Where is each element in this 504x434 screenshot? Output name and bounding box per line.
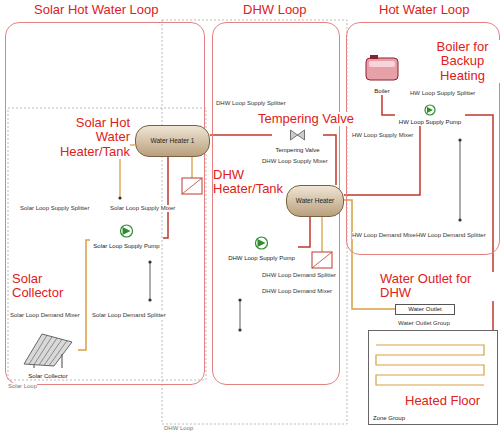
pipe-graphic <box>39 338 57 365</box>
pipe-connector <box>298 217 310 247</box>
component-label: DHW Loop Demand Mixer <box>262 288 332 295</box>
annotation: Heated Floor <box>405 394 480 408</box>
pump-icon <box>225 236 298 250</box>
pipe-graphic <box>258 239 266 247</box>
pump-icon <box>90 224 163 238</box>
component-label: Solar Loop Demand Splitter <box>92 312 166 319</box>
valve-icon <box>272 128 323 142</box>
pipe-graphic <box>123 227 131 235</box>
pipe-graphic <box>369 61 395 67</box>
component-label: DHW Loop Demand Splitter <box>262 272 336 279</box>
loop-region: Solar Hot Water LoopWater Heater 1Solar … <box>5 22 205 385</box>
component-label: HW Loop Demand Splitter <box>416 232 486 239</box>
region-title: Hot Water Loop <box>379 3 470 18</box>
component-label: Water Outlet Group <box>398 320 450 327</box>
pump: Solar Loop Supply Pump <box>90 224 163 250</box>
component-name: Tempering Valve <box>275 147 319 154</box>
pipe-graphic <box>458 218 461 221</box>
component-name: Solar Collector <box>28 373 67 380</box>
pipe-graphic <box>425 105 435 115</box>
pipe-graphic <box>321 217 322 252</box>
pipe-graphic <box>291 130 305 140</box>
pump: DHW Loop Supply Pump <box>225 236 298 262</box>
pipe-graphic <box>34 365 35 368</box>
component-label: Solar Loop Supply Splitter <box>20 205 89 212</box>
loop-label: DHW Loop <box>164 425 193 432</box>
pipe-graphic <box>148 260 151 263</box>
pipe-connector <box>344 126 420 195</box>
component-label: Solar Loop Demand Mixer <box>10 312 80 319</box>
pipe-graphic <box>49 341 67 366</box>
solar-collector: Solar Collector <box>18 330 78 380</box>
pipe-graphic <box>148 298 151 301</box>
component-label: HW Loop Supply Splitter <box>410 90 475 97</box>
pipe-graphic <box>238 328 241 331</box>
pipe-graphic <box>62 354 63 368</box>
annotation: DHW Heater/Tank <box>213 168 285 197</box>
annotation: Boiler for Backup Heating <box>425 40 500 83</box>
pipe-graphic <box>182 178 202 194</box>
component-label: DHW Loop Supply Mixer <box>262 158 328 165</box>
annotation: Solar Collector <box>12 272 74 301</box>
zone-box: Zone Group <box>368 330 498 425</box>
region-title: DHW Loop <box>243 3 307 18</box>
pipe-graphic <box>34 337 52 365</box>
component-name: DHW Loop Supply Pump <box>228 255 295 262</box>
pipe-graphic <box>460 140 461 220</box>
pipe-graphic <box>240 300 241 330</box>
pipe-graphic <box>376 345 484 385</box>
pipe-graphic <box>370 55 378 59</box>
water-heater-tank: Water Heater <box>286 185 344 217</box>
pipe-connector <box>210 134 272 136</box>
collector-icon <box>18 330 78 368</box>
pipe-graphic <box>24 334 72 366</box>
pipe-graphic <box>150 262 151 300</box>
component-name: Boiler <box>374 88 389 95</box>
water-heater-tank: Water Heater 1 <box>135 125 210 157</box>
pipe-graphic <box>312 252 332 268</box>
pipe-graphic <box>256 237 268 249</box>
pipe-graphic <box>162 20 347 424</box>
region-title: Solar Hot Water Loop <box>34 3 159 18</box>
pipe-connector <box>163 157 168 238</box>
loop-label: Solar Loop <box>8 383 37 390</box>
boiler: Boiler <box>360 55 404 95</box>
component-name: Zone Group <box>373 415 405 422</box>
pipe-graphic <box>238 298 241 301</box>
pipe-graphic <box>366 58 398 80</box>
pipe-graphic <box>182 178 202 194</box>
component-label: DHW Loop Supply Splitter <box>216 100 286 107</box>
annotation: Tempering Valve <box>258 112 354 126</box>
component-label: HW Loop Supply Mixer <box>352 132 413 139</box>
annotation: Solar Hot Water Heater/Tank <box>45 116 130 159</box>
pipe-graphic <box>191 157 192 178</box>
component-label: Solar Loop Supply Mixer <box>110 205 175 212</box>
pipe-connector <box>78 240 90 350</box>
component-name: Solar Loop Supply Pump <box>93 243 159 250</box>
pipe-graphic <box>458 138 461 141</box>
component-label: HW Loop Demand Mixer <box>352 232 418 239</box>
water-outlet-box: Water Outlet <box>395 304 455 315</box>
pipe-graphic <box>376 345 484 385</box>
component-name: Water Heater 1 <box>151 137 195 144</box>
pipe-graphic <box>118 196 121 199</box>
boiler-icon <box>360 55 404 83</box>
component-name: Water Outlet <box>408 306 441 313</box>
pipe-graphic <box>29 335 47 364</box>
pipe-graphic <box>427 107 433 113</box>
pipe-connector <box>382 95 395 115</box>
component-name: Water Heater <box>296 197 334 204</box>
pump: HW Loop Supply Pump <box>395 104 465 126</box>
pipe-graphic <box>121 225 133 237</box>
tempering-valve: Tempering Valve <box>272 128 323 154</box>
pump-icon <box>395 104 465 116</box>
pipe-graphic <box>312 252 332 268</box>
component-name: HW Loop Supply Pump <box>399 119 461 126</box>
loop-region: DHW LoopTempering ValveWater HeaterDHW L… <box>212 22 340 385</box>
annotation: Water Outlet for DHW <box>380 272 500 301</box>
pipe-graphic <box>44 339 62 365</box>
